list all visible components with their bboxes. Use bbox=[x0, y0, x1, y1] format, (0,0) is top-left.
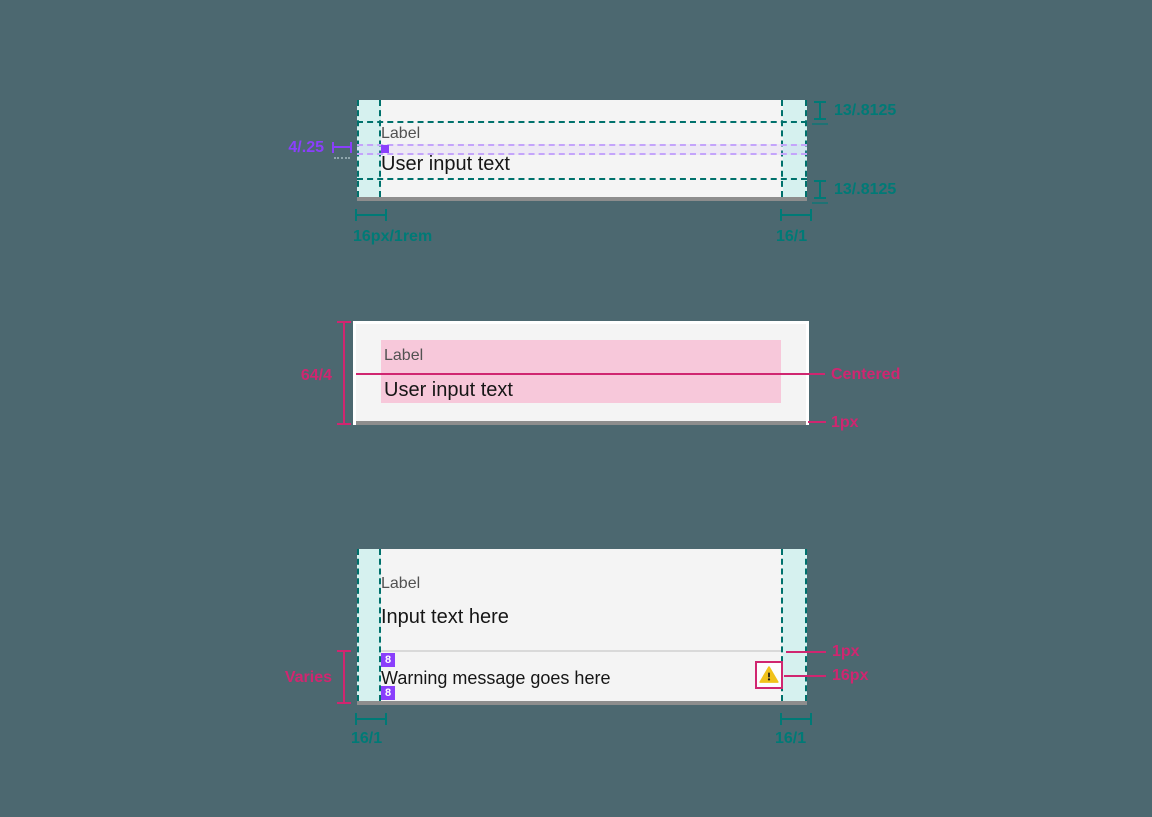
top-padding-guide-line bbox=[357, 121, 807, 123]
content-height-highlight bbox=[381, 340, 781, 403]
left-padding-highlight bbox=[357, 100, 381, 197]
spacing-token-badge: 8 bbox=[381, 653, 395, 667]
bottom-padding-guide-line bbox=[357, 178, 807, 180]
width-bracket-icon bbox=[355, 713, 387, 725]
annotation-right-padding: 16/1 bbox=[776, 228, 808, 245]
spacing-token-badge: 8 bbox=[381, 686, 395, 700]
annotation-right-padding: 16/1 bbox=[775, 730, 807, 747]
input-value-text: User input text bbox=[384, 379, 513, 401]
annotation-border-width: 1px bbox=[831, 414, 859, 431]
padding-guide-line bbox=[357, 549, 359, 701]
left-padding-highlight bbox=[357, 549, 381, 701]
annotation-field-height: 64/4 bbox=[300, 367, 332, 384]
warning-message-text: Warning message goes here bbox=[381, 668, 611, 688]
annotation-label: 13/.8125 bbox=[834, 102, 897, 119]
width-bracket-icon bbox=[355, 209, 387, 221]
input-label: Label bbox=[384, 347, 424, 364]
text-input-warning-spec[interactable]: Label Input text here 8 Warning message … bbox=[357, 549, 807, 705]
annotation-label: 4/.25 bbox=[288, 139, 324, 156]
annotation-left-padding: 16px/1rem bbox=[353, 228, 433, 245]
height-measure-line bbox=[337, 321, 351, 425]
label-gap-highlight bbox=[357, 144, 807, 155]
padding-guide-line bbox=[357, 100, 359, 197]
input-label: Label bbox=[381, 125, 421, 142]
annotation-warning-height: Varies bbox=[284, 669, 332, 686]
gap-measure-icon bbox=[332, 142, 352, 159]
padding-guide-line bbox=[805, 100, 807, 197]
right-padding-highlight bbox=[783, 100, 807, 197]
input-value-text: User input text bbox=[381, 153, 510, 175]
padding-guide-line bbox=[379, 100, 381, 197]
line-height-icon bbox=[812, 101, 828, 125]
icon-size-callout-line bbox=[784, 675, 826, 677]
padding-guide-line bbox=[805, 549, 807, 701]
line-height-icon bbox=[812, 180, 828, 204]
input-value-text: Input text here bbox=[381, 606, 509, 628]
input-label: Label bbox=[381, 575, 421, 592]
width-bracket-icon bbox=[780, 713, 812, 725]
divider-callout-line bbox=[786, 651, 826, 653]
annotation-centered: Centered bbox=[831, 366, 901, 383]
annotation-icon-size: 16px bbox=[832, 667, 869, 684]
warning-icon bbox=[759, 666, 779, 683]
padding-guide-line bbox=[781, 100, 783, 197]
text-input-padding-spec[interactable]: Label User input text bbox=[357, 100, 807, 201]
annotation-left-padding: 16/1 bbox=[351, 730, 383, 747]
annotation-top-padding: 13/.8125 bbox=[812, 101, 897, 125]
width-bracket-icon bbox=[780, 209, 812, 221]
right-padding-highlight bbox=[783, 549, 807, 701]
warning-height-measure-line bbox=[337, 650, 351, 704]
annotation-label-gap: 4/.25 bbox=[276, 138, 352, 159]
gap-marker bbox=[381, 145, 389, 153]
padding-guide-line bbox=[781, 549, 783, 701]
annotation-divider-width: 1px bbox=[832, 643, 860, 660]
border-callout-line bbox=[808, 421, 826, 423]
padding-guide-line bbox=[379, 549, 381, 701]
annotation-label: 13/.8125 bbox=[834, 181, 897, 198]
annotation-bottom-padding: 13/.8125 bbox=[812, 180, 897, 204]
warning-divider bbox=[381, 650, 783, 652]
warning-icon-box bbox=[755, 661, 783, 689]
center-line bbox=[356, 373, 825, 375]
